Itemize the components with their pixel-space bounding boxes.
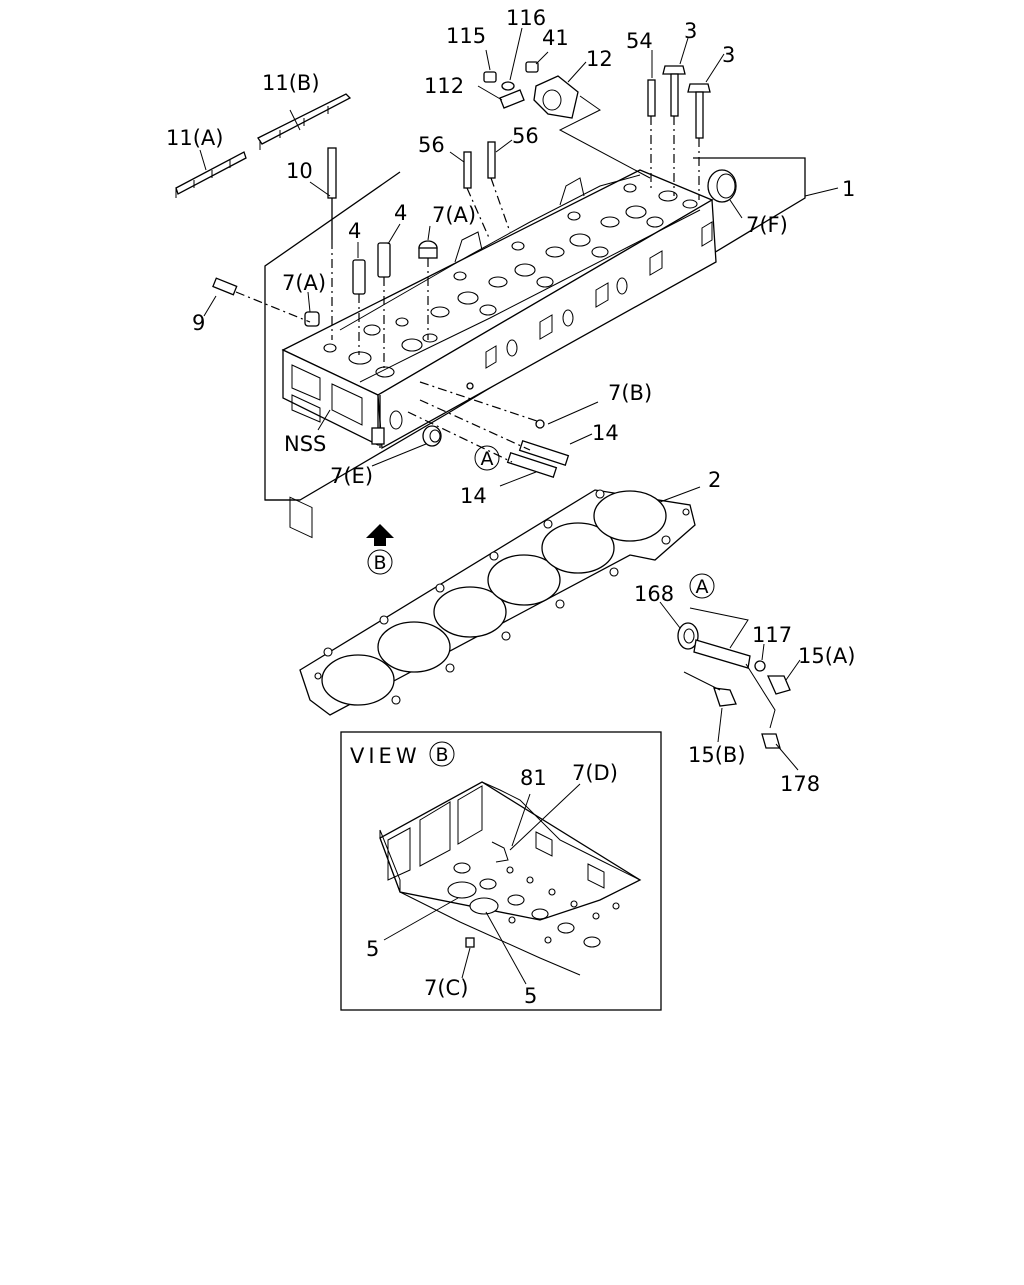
part-3-bolts <box>662 65 711 200</box>
label-3-b: 3 <box>722 43 735 67</box>
marker-a-head: A <box>474 445 500 471</box>
marker-b-view-text: B <box>435 744 448 766</box>
part-7f-cap <box>707 169 737 203</box>
label-7f: 7(F) <box>746 213 788 237</box>
marker-b-arrow-text: B <box>373 552 386 574</box>
label-7a-top: 7(A) <box>432 203 476 227</box>
label-178: 178 <box>780 772 820 796</box>
label-7e: 7(E) <box>330 464 373 488</box>
part-7a-plugs <box>304 240 438 340</box>
label-81: 81 <box>520 766 547 790</box>
label-116: 116 <box>506 6 546 30</box>
label-5-b: 5 <box>524 984 537 1008</box>
leader-lines <box>199 27 839 985</box>
label-1: 1 <box>842 177 855 201</box>
label-56-a: 56 <box>418 133 445 157</box>
head-deck-details <box>323 174 701 383</box>
label-9: 9 <box>192 311 205 335</box>
part-56-studs <box>463 141 511 241</box>
label-115: 115 <box>446 24 486 48</box>
part-10-rod <box>327 147 337 340</box>
label-117: 117 <box>752 623 792 647</box>
label-nss: NSS <box>284 432 326 456</box>
label-168: 168 <box>634 582 674 606</box>
part-7b-plug <box>466 382 545 429</box>
label-3-a: 3 <box>684 19 697 43</box>
label-14-a: 14 <box>592 421 619 445</box>
label-15b: 15(B) <box>688 743 746 767</box>
label-15a: 15(A) <box>798 644 855 668</box>
callout-labels: 1 2 3 3 4 4 5 5 7(A) 7(A) 7(B) 7(C) 7(D)… <box>166 6 855 1008</box>
view-b-arrow <box>366 524 394 546</box>
marker-a-detail-text: A <box>696 576 709 598</box>
part-4-sleeves <box>352 242 391 370</box>
marker-b-view: B <box>429 741 455 767</box>
label-12: 12 <box>586 47 613 71</box>
part-11b-bracket <box>257 93 352 150</box>
label-112: 112 <box>424 74 464 98</box>
marker-a-head-text: A <box>481 448 494 470</box>
label-4-a: 4 <box>348 219 361 243</box>
view-b-illustration <box>379 781 642 976</box>
label-2: 2 <box>708 468 721 492</box>
part-11a-bracket <box>175 151 247 198</box>
part-12-housing <box>483 61 651 179</box>
label-5-a: 5 <box>366 937 379 961</box>
part-54-bolt <box>647 79 656 190</box>
part-9-stud <box>212 277 311 323</box>
view-b-box <box>340 731 662 1011</box>
label-11a: 11(A) <box>166 126 223 150</box>
marker-a-detail: A <box>689 573 715 599</box>
cylinder-head <box>281 169 717 539</box>
part-14-dowels <box>407 381 570 478</box>
part-7e-plug <box>422 425 442 447</box>
label-7a-left: 7(A) <box>282 271 326 295</box>
label-4-b: 4 <box>394 201 407 225</box>
label-56-b: 56 <box>512 124 539 148</box>
label-10: 10 <box>286 159 313 183</box>
head-group-frame <box>264 157 806 501</box>
label-14-b: 14 <box>460 484 487 508</box>
label-7d: 7(D) <box>572 761 618 785</box>
label-7b: 7(B) <box>608 381 652 405</box>
label-41: 41 <box>542 26 569 50</box>
marker-b-arrow: B <box>367 549 393 575</box>
label-54: 54 <box>626 29 653 53</box>
detail-a-parts <box>677 607 791 749</box>
label-7c: 7(C) <box>424 976 468 1000</box>
gasket-bolt-holes <box>314 489 690 705</box>
head-gasket <box>299 489 696 716</box>
label-11b: 11(B) <box>262 71 320 95</box>
view-b-title: VIEW <box>350 744 421 768</box>
